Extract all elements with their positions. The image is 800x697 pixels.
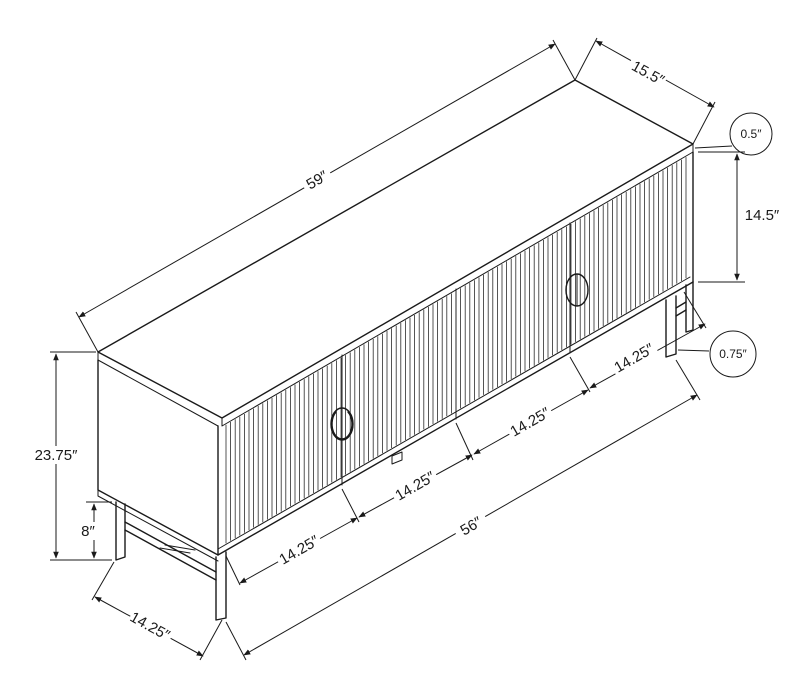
callout-circle-top (729, 112, 773, 156)
dim-door-ext-d (569, 356, 591, 393)
dim-door-ext-a (225, 555, 241, 586)
label-cabinet-height: 14.5″ (745, 207, 780, 224)
bottom-front-edge-2 (217, 276, 691, 550)
dim-leg-callout-leader (677, 349, 710, 352)
dim-side-ext-right (199, 619, 223, 661)
label-side-depth: 14.25″ (127, 609, 173, 645)
label-door-4: 14.25″ (611, 340, 657, 376)
dim-depth-ext-left (574, 37, 598, 81)
leg-front-right (665, 295, 677, 358)
cabinet-top (97, 79, 694, 419)
door-fluting (225, 157, 687, 544)
top-left-edge (97, 351, 219, 427)
dim-side-ext-left (91, 561, 115, 601)
leg-left-crossbar (124, 521, 217, 581)
base-left-line (97, 489, 219, 562)
dim-door-ext-e (683, 291, 707, 329)
dim-length-ext-left (75, 311, 99, 353)
label-leg-thickness: 0.75″ (719, 347, 747, 361)
leg-back-right (685, 281, 694, 333)
callout-circle-leg (709, 330, 757, 378)
dim-inner-ext-right (675, 359, 701, 401)
dim-inner-ext-left (225, 621, 247, 661)
leg-front-left (215, 551, 227, 621)
dim-top-thickness-leader (694, 145, 733, 149)
top-front-edge (221, 143, 694, 427)
left-side-panel (97, 359, 219, 556)
leg-right-crossbar (675, 301, 687, 317)
label-top-thickness: 0.5″ (741, 127, 763, 141)
door-handle-left (330, 407, 354, 441)
leg-back-left (115, 501, 126, 561)
door-handle-right (565, 273, 589, 307)
label-leg-height: 8″ (81, 523, 95, 540)
label-total-height: 23.75″ (35, 447, 79, 464)
dim-door-ext-c (455, 422, 474, 461)
leg-stretcher (159, 544, 196, 554)
label-door-3: 14.25″ (507, 404, 553, 440)
dim-door-ext-b (341, 488, 360, 523)
dimension-lines (50, 37, 773, 661)
label-door-2: 14.25″ (392, 468, 438, 504)
dimension-labels: 59″ 15.5″ 0.5″ 14.5″ 0.75″ 23.75″ 8″ 14.… (28, 53, 784, 645)
dim-length-ext-right (552, 39, 576, 81)
dim-depth-ext-right (692, 101, 716, 145)
legs (115, 281, 694, 621)
label-door-1: 14.25″ (276, 532, 322, 568)
